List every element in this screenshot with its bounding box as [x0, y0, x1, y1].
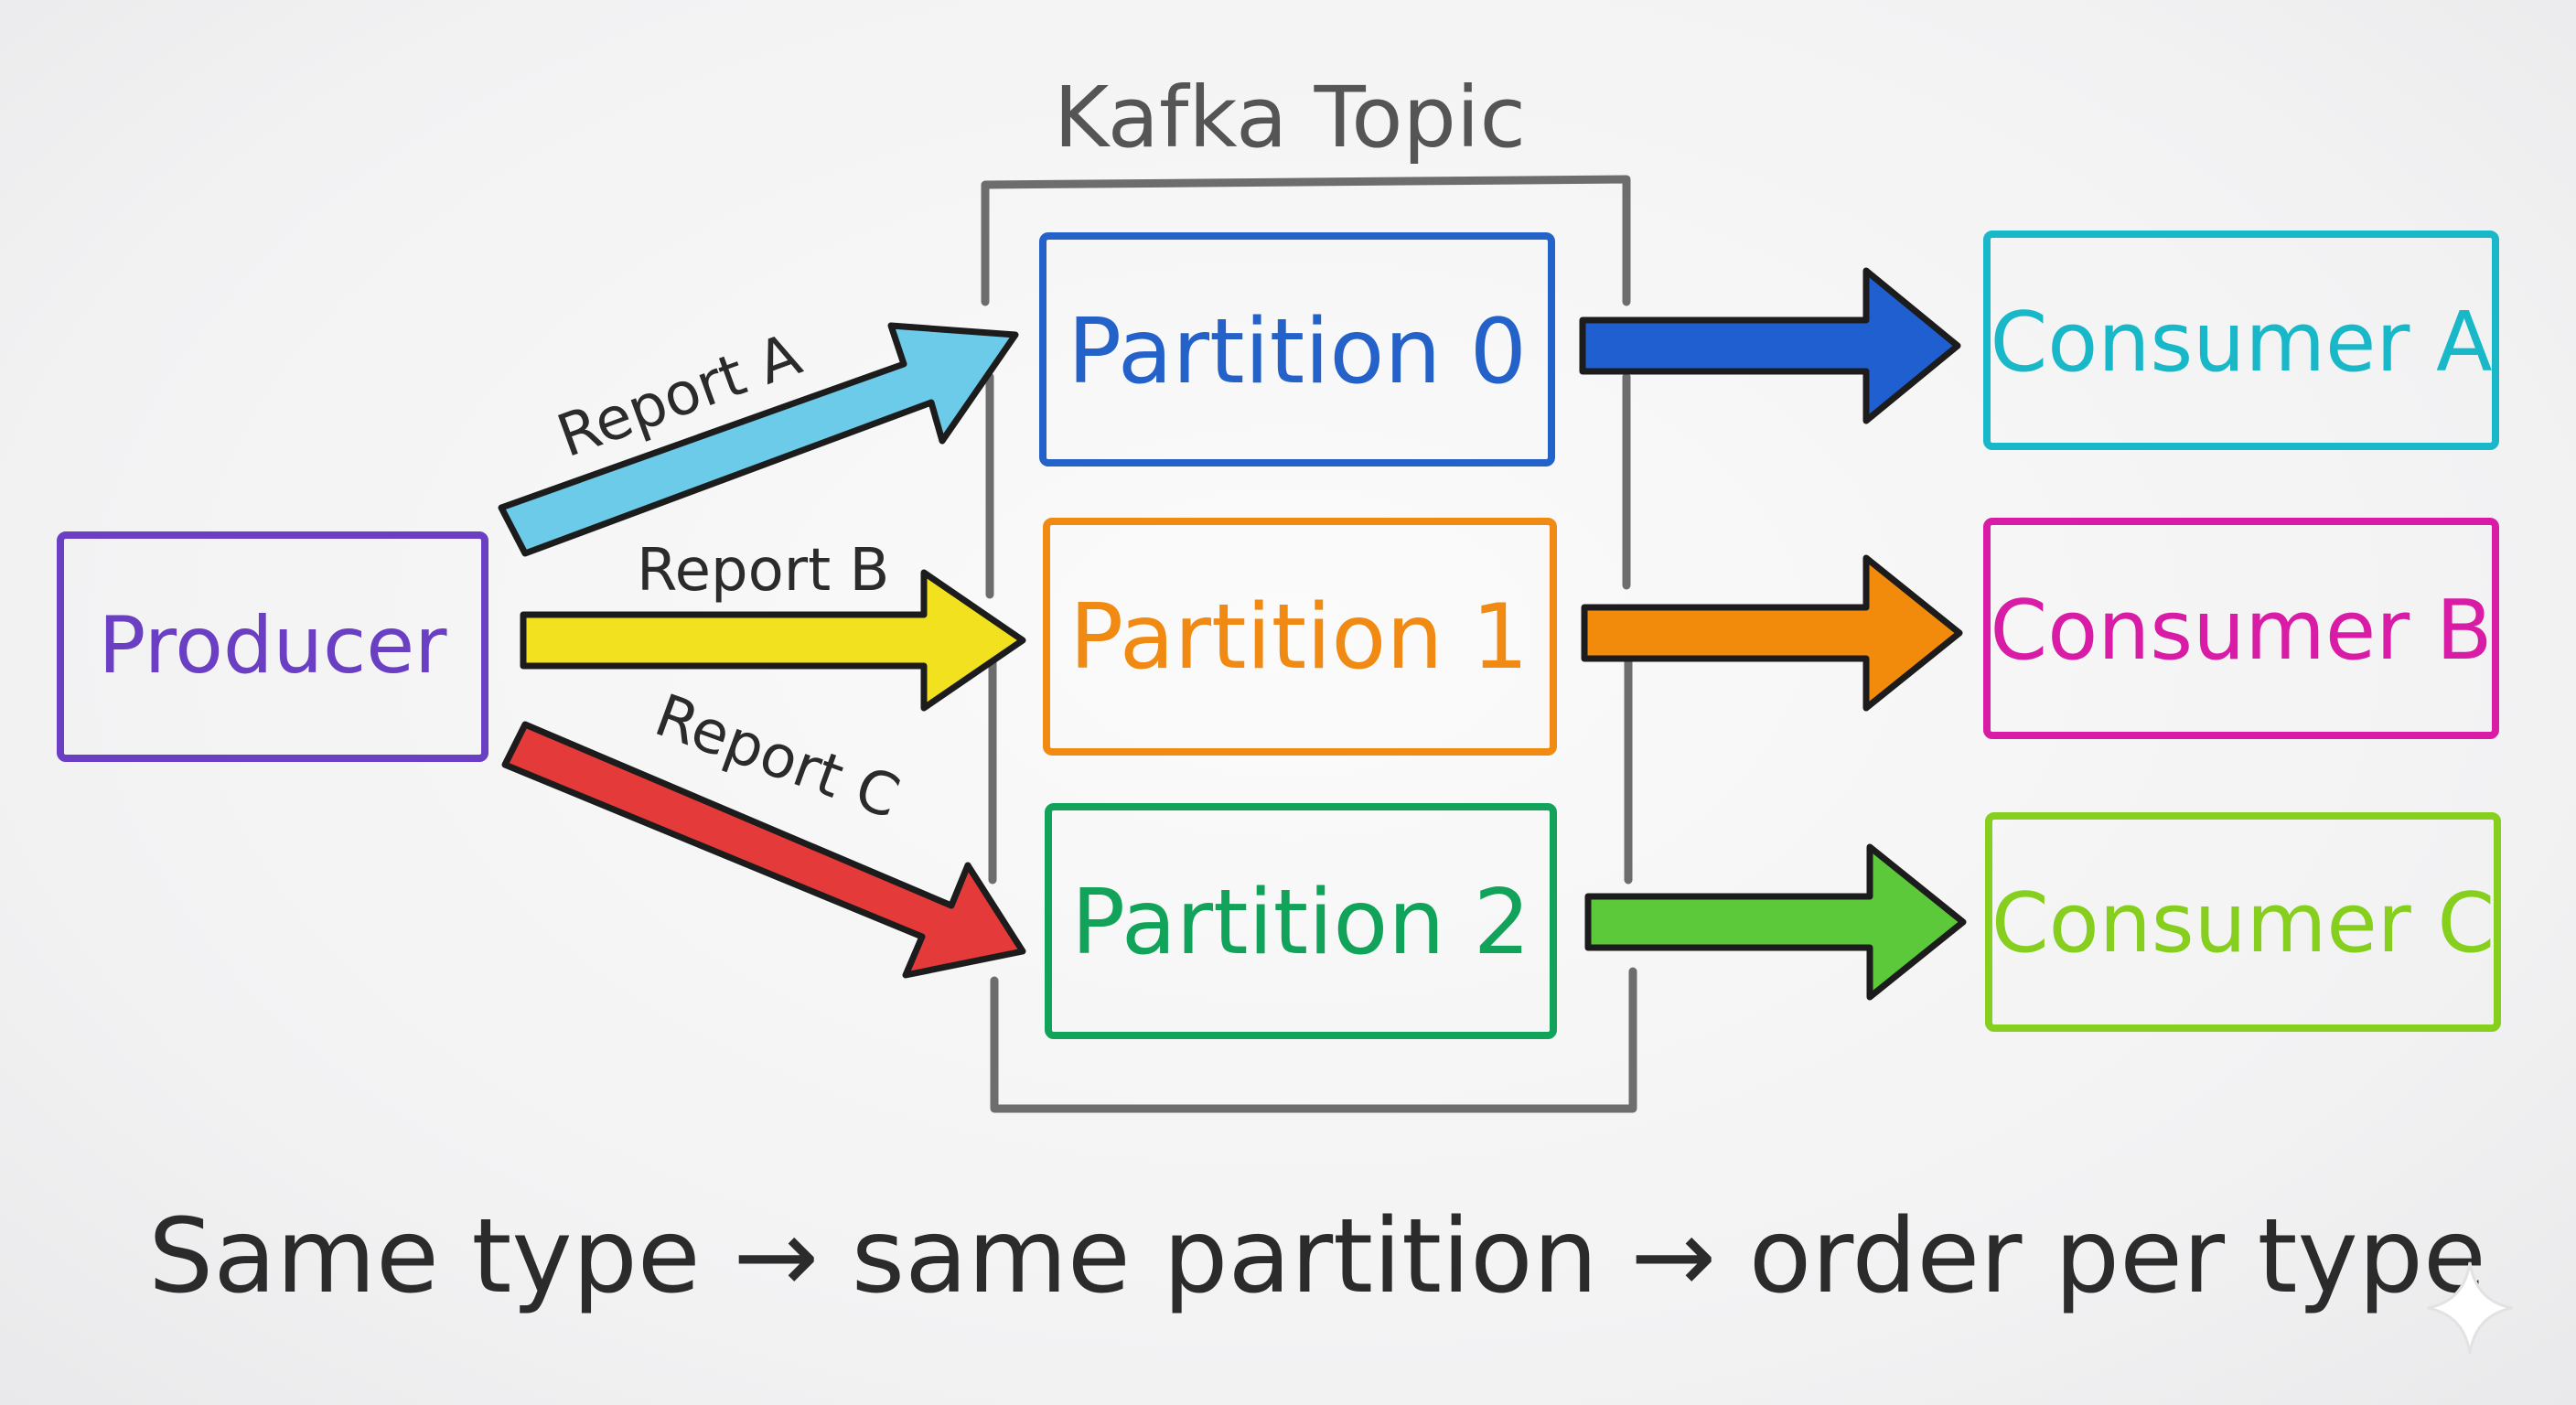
flow-arrow-0 — [1579, 267, 1961, 424]
consumer-b: Consumer B — [1983, 518, 2499, 739]
caption: Same type → same partition → order per t… — [148, 1197, 2486, 1316]
flow-arrow-1 — [1581, 554, 1963, 712]
topic-title: Kafka Topic — [1054, 69, 1526, 166]
report-arrow-b: Report B — [520, 537, 1026, 712]
topic-bracket — [981, 175, 1637, 1113]
partition-0: Partition 0 — [1039, 232, 1555, 467]
sparkle-icon — [2427, 1261, 2513, 1355]
report-arrow-a: Report A — [498, 321, 1019, 557]
producer-node: Producer — [57, 531, 488, 762]
consumer-c: Consumer C — [1985, 812, 2501, 1032]
producer-label: Producer — [98, 600, 447, 692]
flow-arrow-2 — [1584, 843, 1967, 1001]
partition-1-label: Partition 1 — [1069, 585, 1529, 690]
partition-1: Partition 1 — [1043, 518, 1557, 756]
report-b-label: Report B — [637, 537, 889, 605]
consumer-a-label: Consumer A — [1990, 295, 2492, 391]
consumer-c-label: Consumer C — [1991, 875, 2495, 971]
partition-0-label: Partition 0 — [1068, 300, 1527, 404]
partition-2: Partition 2 — [1045, 803, 1557, 1039]
consumer-b-label: Consumer B — [1990, 583, 2492, 679]
partition-2-label: Partition 2 — [1071, 871, 1530, 975]
report-arrow-c: Report C — [501, 681, 1026, 979]
consumer-a: Consumer A — [1983, 231, 2499, 450]
